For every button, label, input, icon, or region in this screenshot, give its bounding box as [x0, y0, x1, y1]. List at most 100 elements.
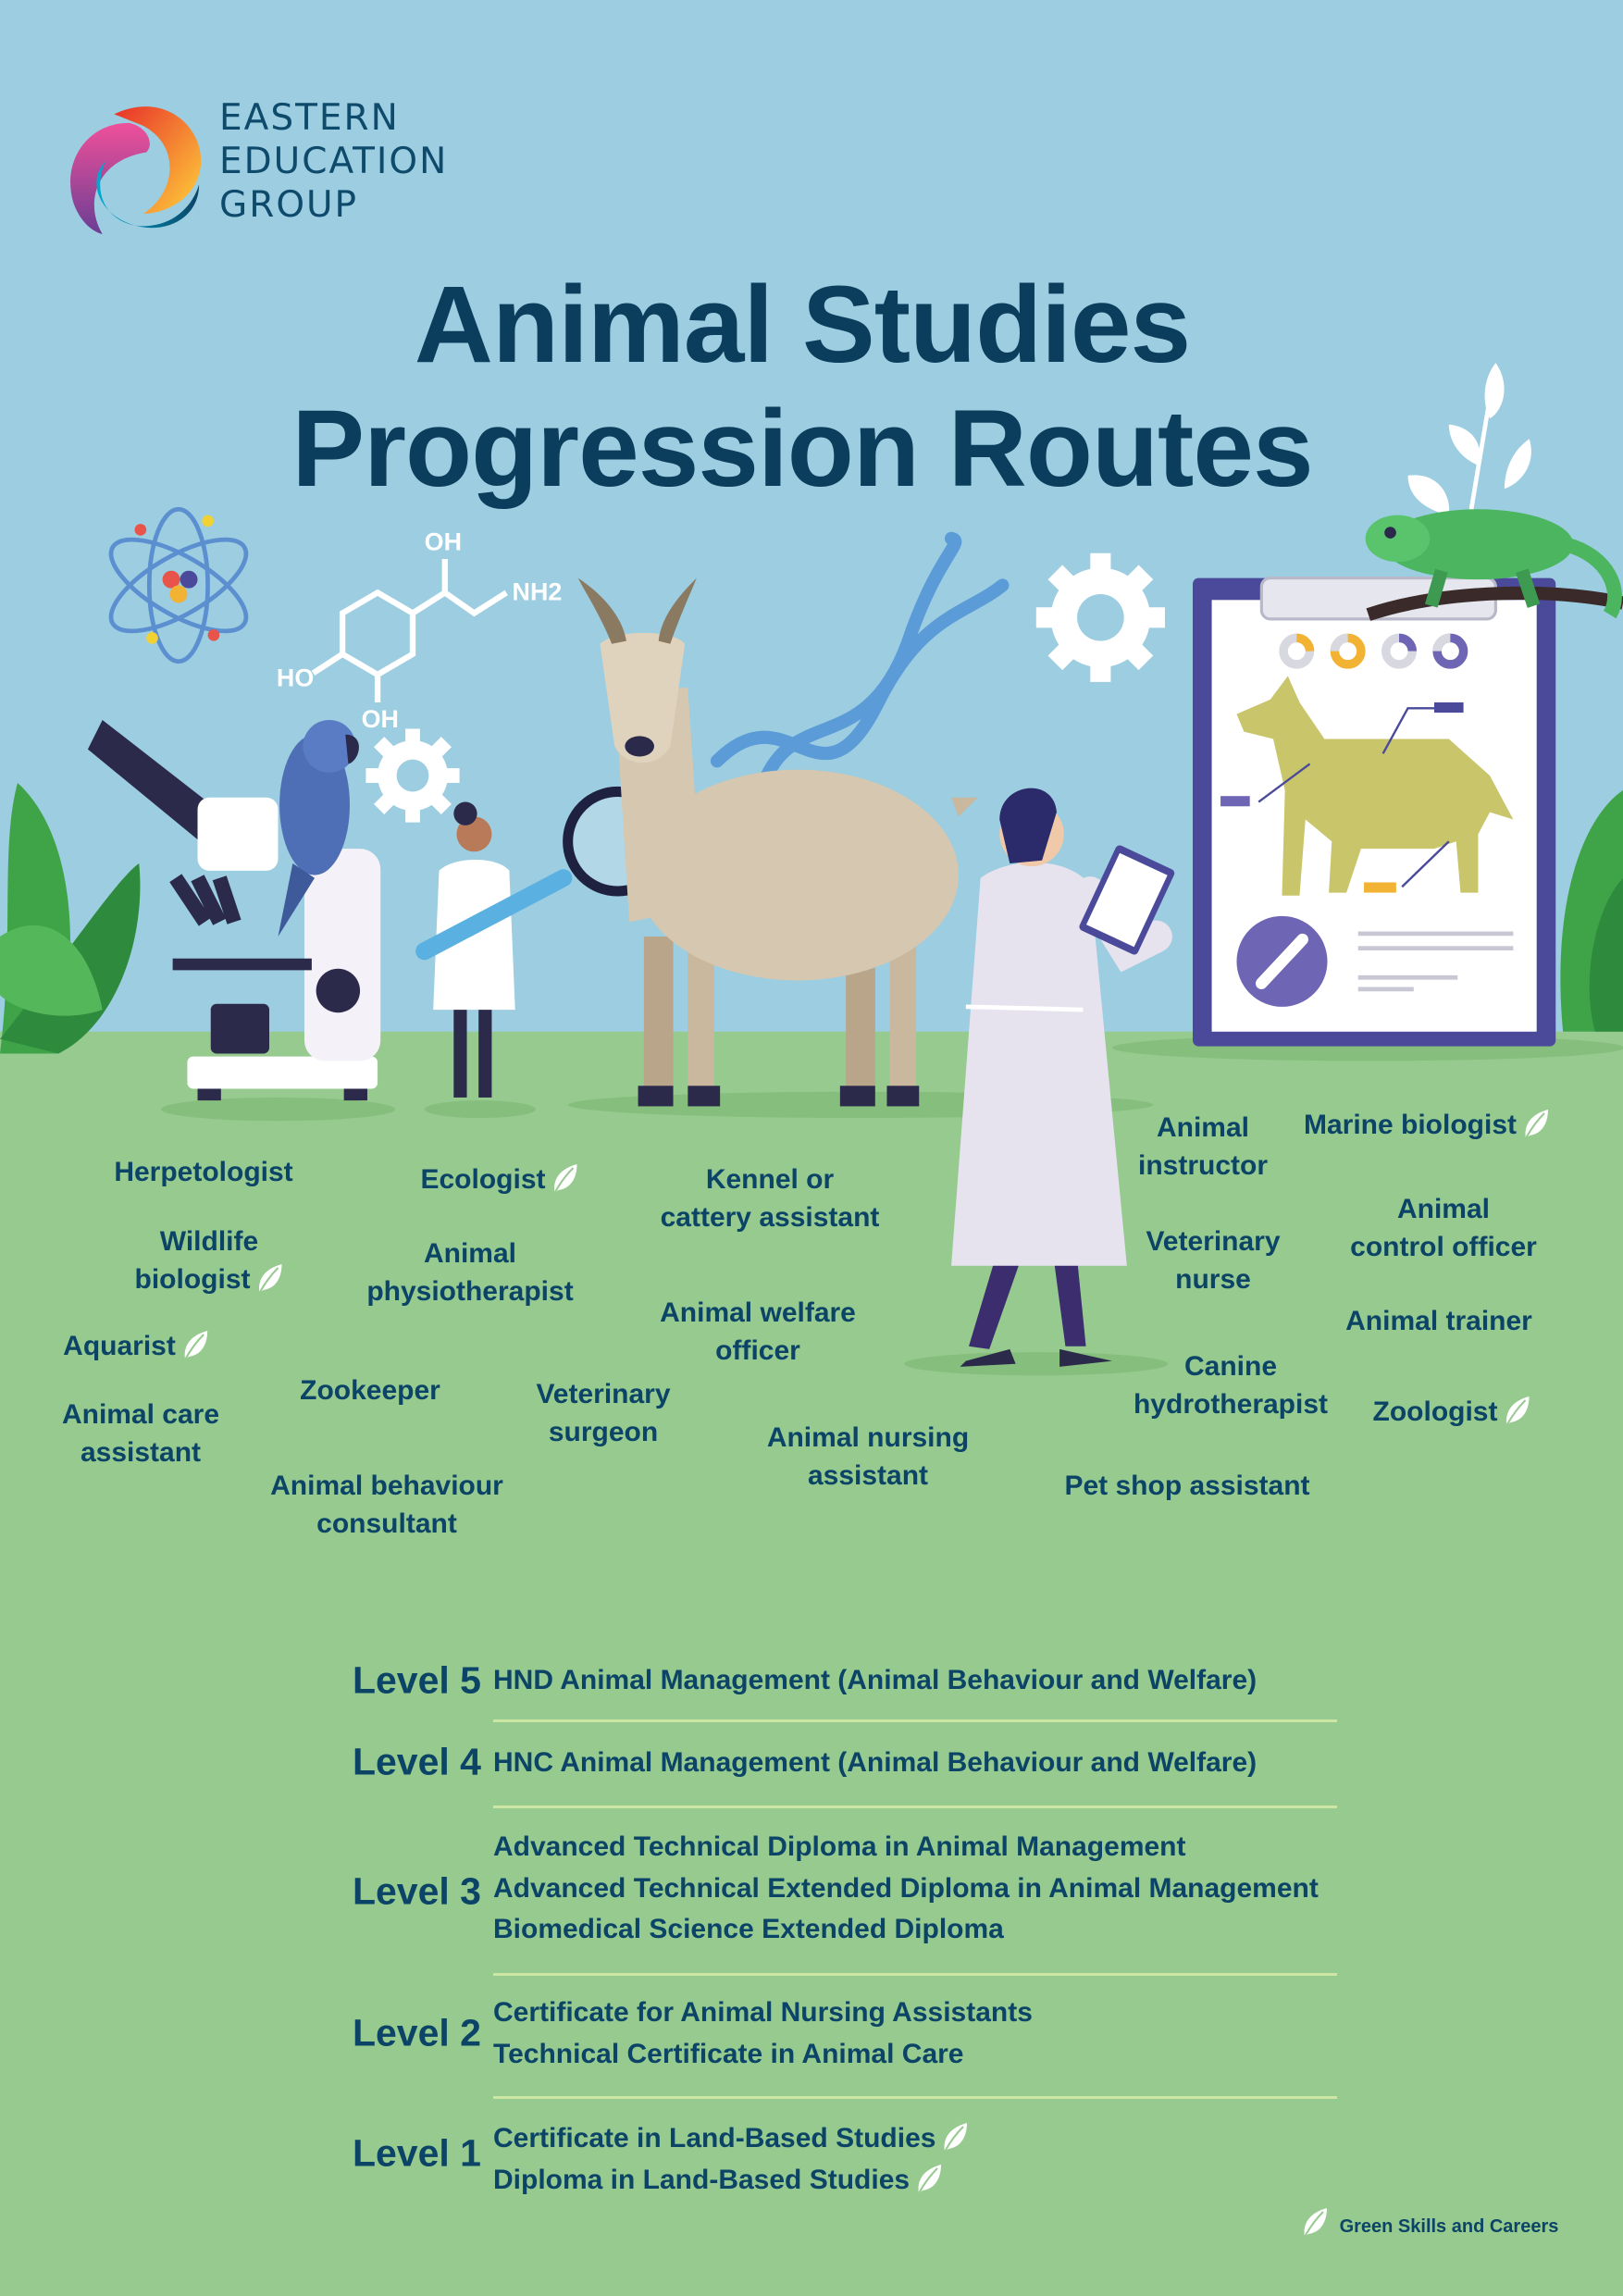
career-item: Aquarist: [63, 1327, 209, 1365]
course-name: HNC Animal Management (Animal Behaviour …: [493, 1747, 1258, 1778]
course-name: Advanced Technical Extended Diploma in A…: [493, 1873, 1319, 1904]
logo-line: GROUP: [219, 184, 359, 226]
career-label-line: Veterinary: [536, 1379, 671, 1409]
level-divider: [493, 1806, 1337, 1808]
green-skills-legend: Green Skills and Careers: [1295, 2206, 1558, 2238]
career-label-line: Animal: [423, 1238, 517, 1269]
career-label-line: Animal nursing: [766, 1422, 970, 1453]
career-item: Zookeeper: [300, 1371, 440, 1409]
molecule-nh2: NH2: [513, 577, 563, 605]
career-item: Animal nursing assistant: [767, 1419, 969, 1495]
leaf-icon: [1522, 1108, 1550, 1139]
microscope-icon: [87, 719, 381, 1101]
career-label-line: Animal: [1396, 1194, 1491, 1224]
leaf-icon: [915, 2163, 943, 2194]
logo-line: EASTERN: [219, 97, 400, 139]
career-item: Ecologist: [420, 1160, 578, 1198]
career-label-line: Canine: [1183, 1351, 1278, 1382]
career-label-text: biologist: [134, 1264, 251, 1295]
course-item: Biomedical Science Extended Diploma: [493, 1908, 1004, 1950]
career-label-text: Ecologist: [420, 1164, 546, 1195]
left-plant-icon: [0, 782, 141, 1054]
level-divider: [493, 1719, 1337, 1722]
level-label: Level 3: [352, 1869, 481, 1913]
career-label-line: assistant: [807, 1460, 929, 1491]
career-item: Pet shop assistant: [1064, 1467, 1309, 1505]
leaf-icon: [1503, 1395, 1530, 1426]
leaf-icon: [181, 1329, 209, 1360]
course-name: Certificate for Animal Nursing Assistant…: [493, 1997, 1033, 2028]
chameleon-icon: [1365, 509, 1623, 621]
career-label-line: hydrotherapist: [1133, 1389, 1329, 1420]
right-plant-icon: [1560, 789, 1623, 1032]
course-name: Advanced Technical Diploma in Animal Man…: [493, 1831, 1186, 1862]
career-item: Marine biologist: [1304, 1106, 1550, 1144]
career-label-line: consultant: [316, 1508, 457, 1539]
clipboard-icon: [1193, 577, 1556, 1047]
scientist-man-icon: [951, 788, 1175, 1367]
white-leaves-icon: [1407, 363, 1531, 515]
dog-silhouette-icon: [1236, 676, 1514, 896]
career-label-line: cattery assistant: [660, 1202, 880, 1233]
level-label: Level 1: [352, 2131, 481, 2175]
course-item: Advanced Technical Extended Diploma in A…: [493, 1868, 1319, 1909]
molecule-oh-top: OH: [425, 528, 462, 556]
career-label-line: Animal welfare: [660, 1297, 856, 1328]
logo-line: EDUCATION: [219, 141, 449, 182]
career-item: Animal care assistant: [62, 1396, 219, 1471]
molecule-ho: HO: [277, 664, 314, 692]
logo-text: EASTERN EDUCATION GROUP: [219, 96, 448, 227]
career-item: Animal physiotherapist: [366, 1235, 573, 1310]
career-label-line: Veterinary: [1146, 1226, 1281, 1257]
career-label-text: Marine biologist: [1303, 1110, 1518, 1140]
career-label-line: Herpetologist: [114, 1157, 293, 1187]
course-item: Certificate for Animal Nursing Assistant…: [493, 1992, 1033, 2033]
career-label-line: Ecologist: [420, 1160, 578, 1198]
legend-label: Green Skills and Careers: [1339, 2216, 1559, 2237]
leaf-icon: [255, 1262, 283, 1294]
page-title-line2: Progression Routes: [291, 388, 1313, 510]
page-title-line1: Animal Studies: [414, 264, 1191, 386]
career-item: Animal control officer: [1350, 1190, 1537, 1266]
course-name: HND Animal Management (Animal Behaviour …: [493, 1665, 1258, 1695]
level-label: Level 4: [352, 1740, 481, 1783]
career-label-line: biologist: [135, 1260, 284, 1298]
dna-icon: [710, 531, 1010, 797]
course-name: Technical Certificate in Animal Care: [493, 2039, 964, 2069]
career-label-line: surgeon: [548, 1417, 659, 1447]
course-name: Certificate in Land-Based Studies: [493, 2123, 936, 2153]
career-label-line: control officer: [1350, 1232, 1537, 1262]
career-item: Canine hydrotherapist: [1134, 1347, 1328, 1423]
logo-icon: [70, 106, 202, 235]
career-label-line: nurse: [1175, 1264, 1251, 1295]
career-label-line: Animal behaviour: [270, 1471, 503, 1501]
career-label-line: Zookeeper: [300, 1375, 440, 1406]
leaf-icon: [551, 1162, 579, 1194]
ground: [0, 1031, 1623, 2296]
career-label-line: Animal care: [61, 1399, 220, 1430]
career-label-line: Zoologist: [1373, 1393, 1531, 1431]
career-item: Kennel or cattery assistant: [661, 1160, 880, 1236]
career-label-line: Marine biologist: [1304, 1106, 1550, 1144]
career-label-line: Kennel or: [705, 1164, 835, 1195]
course-item: Certificate in Land-Based Studies: [493, 2117, 969, 2159]
course-item: Diploma in Land-Based Studies: [493, 2159, 943, 2201]
career-item: Herpetologist: [114, 1153, 292, 1191]
career-label-text: Aquarist: [63, 1331, 176, 1361]
molecule-oh-bottom: OH: [362, 705, 399, 733]
career-item: Veterinary surgeon: [536, 1375, 670, 1451]
career-item: Animal behaviour consultant: [270, 1467, 503, 1543]
atom-icon: [108, 506, 249, 664]
course-name: Biomedical Science Extended Diploma: [493, 1914, 1004, 1944]
large-gear-icon: [1035, 552, 1165, 682]
career-label-line: assistant: [80, 1437, 202, 1468]
level-divider: [493, 1973, 1337, 1976]
career-label-line: Pet shop assistant: [1064, 1471, 1310, 1501]
molecule-icon: OH NH2 HO OH: [277, 528, 562, 733]
career-label-line: physiotherapist: [366, 1276, 574, 1307]
career-item: Animal trainer: [1345, 1302, 1532, 1340]
course-item: Advanced Technical Diploma in Animal Man…: [493, 1826, 1186, 1868]
